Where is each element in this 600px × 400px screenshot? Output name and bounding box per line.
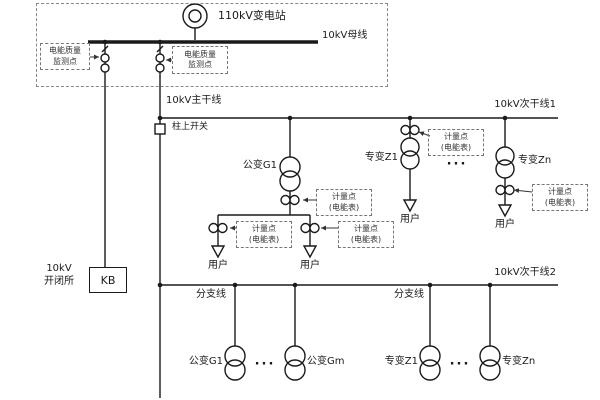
junction-dot	[287, 115, 293, 121]
f2-z1-label: 专变Z1	[384, 356, 418, 367]
tx-zn-label: 专变Zn	[518, 155, 552, 166]
tx-g1-label: 公变G1	[242, 160, 277, 171]
transformer-symbol-f2-zn	[479, 345, 501, 381]
user-label: 用户	[495, 219, 515, 230]
user-arrow-icon	[302, 245, 318, 259]
f2-ellipsis-dedicated: ···	[449, 357, 471, 372]
pq-monitor-symbol	[100, 63, 110, 73]
user-label: 用户	[300, 260, 320, 271]
user-label: 用户	[208, 260, 228, 271]
pole-switch-symbol	[154, 123, 166, 135]
junction-dot	[407, 115, 413, 121]
substation-title: 110kV变电站	[218, 9, 286, 22]
pq-monitor-symbol	[155, 63, 165, 73]
callout-arrow	[513, 188, 533, 194]
substation-symbol-inner	[188, 9, 202, 23]
transformer-symbol-f2-z1	[419, 345, 441, 381]
pq-monitor-box-left: 电能质量 监测点	[40, 43, 90, 70]
metering-box-g1-total: 计量点 (电能表)	[316, 189, 372, 216]
junction-dot	[487, 282, 493, 288]
feeder1-ellipsis: ···	[446, 157, 468, 172]
tx-z1-label: 专变Z1	[364, 152, 398, 163]
transformer-symbol-g1	[279, 156, 301, 192]
f2-zn-label: 专变Zn	[502, 356, 536, 367]
metering-box-user2: 计量点 (电能表)	[338, 221, 394, 248]
junction-dot	[292, 282, 298, 288]
main-trunk-label: 10kV主干线	[166, 95, 222, 106]
junction-dot	[427, 282, 433, 288]
junction-dot	[102, 39, 108, 45]
f2-ellipsis-public: ···	[254, 357, 276, 372]
trunk-disconnector-icon	[156, 45, 164, 53]
user-label: 用户	[400, 214, 420, 225]
junction-dot	[232, 282, 238, 288]
feeder2-label: 10kV次干线2	[494, 267, 556, 278]
f2-g1-label: 公变G1	[188, 356, 223, 367]
switching-station-label: 10kV 开闭所	[44, 263, 74, 287]
kb-feeder-disconnector-icon	[101, 45, 109, 53]
junction-dot	[502, 115, 508, 121]
kb-box: KB	[89, 267, 127, 293]
transformer-symbol-z1	[400, 137, 420, 170]
transformer-symbol-f2-gm	[284, 345, 306, 381]
user-arrow-icon	[402, 199, 418, 213]
pq-monitor-box-right: 电能质量 监测点	[172, 46, 228, 74]
user-arrow-icon	[497, 204, 513, 218]
junction-dot	[157, 115, 163, 121]
branch-line-label: 分支线	[196, 289, 226, 300]
junction-dot	[157, 282, 163, 288]
branch-line-label: 分支线	[394, 289, 424, 300]
metering-box-user1: 计量点 (电能表)	[236, 221, 292, 248]
metering-box-z1: 计量点 (电能表)	[428, 129, 484, 156]
busbar-label: 10kV母线	[322, 30, 368, 41]
f2-gm-label: 公变Gm	[307, 356, 345, 367]
pq-monitor-symbol	[155, 53, 165, 63]
user-arrow-icon	[210, 245, 226, 259]
feeder1-label: 10kV次干线1	[494, 99, 556, 110]
substation-boundary-box	[36, 3, 388, 87]
pole-switch-label: 柱上开关	[172, 122, 209, 132]
pq-monitor-symbol	[100, 53, 110, 63]
transformer-symbol-f2-g1	[224, 345, 246, 381]
transformer-symbol-zn	[495, 146, 515, 179]
metering-box-zn: 计量点 (电能表)	[532, 184, 588, 211]
junction-dot	[157, 39, 163, 45]
